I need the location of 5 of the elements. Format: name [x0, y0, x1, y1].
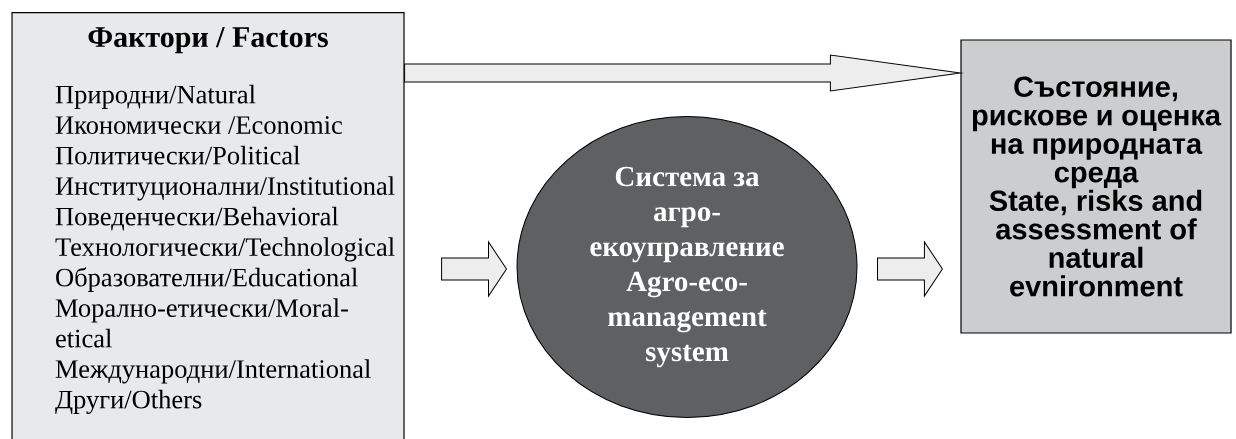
block-arrow	[877, 241, 943, 297]
block-arrow	[441, 241, 507, 297]
result-box: Състояние, рискове и оценка на природната среда State, risks and assessment of natural evnironment	[960, 39, 1232, 334]
block-arrow	[404, 54, 961, 92]
factor-box: Фактори / Factors Природни/Natural Икономически /Economic Политически/Political Институционални/Institutional Поведенчески/Behavioral Технологически/Technological Образователни/Educational Морално-етически/Moral-etical Международни/International Други/Others	[11, 12, 405, 439]
